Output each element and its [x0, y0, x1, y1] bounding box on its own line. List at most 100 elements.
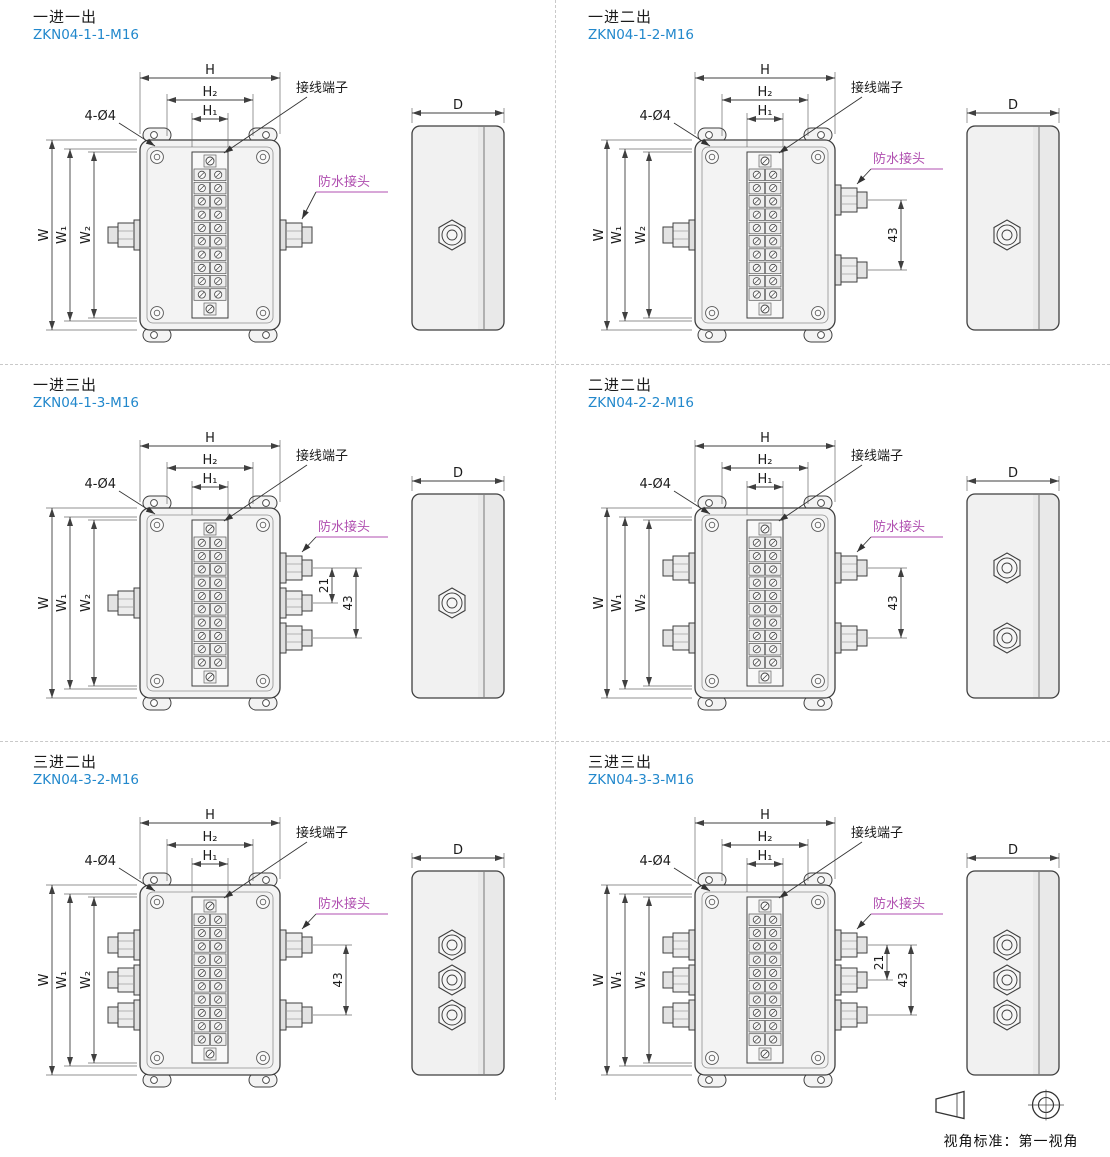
- mount-holes-label: 4-Ø4: [85, 854, 116, 869]
- panel-model-code: ZKN04-1-1-M16: [33, 27, 139, 43]
- cable-gland: [834, 622, 868, 654]
- cable-gland: [107, 587, 141, 619]
- cable-gland: [662, 999, 696, 1031]
- terminal-block-label: 接线端子: [851, 448, 903, 464]
- dim-label-gland-pitch: 43: [886, 227, 900, 242]
- dim-label-W2: W₂: [79, 971, 94, 989]
- lid-screw: [705, 150, 719, 164]
- waterproof-gland-label: 防水接头: [873, 151, 925, 167]
- lid-screw: [150, 1051, 164, 1065]
- front-view: [662, 127, 868, 343]
- dim-label-W1: W₁: [610, 594, 625, 612]
- side-view: D: [411, 98, 505, 331]
- lid-screw: [811, 306, 825, 320]
- dim-label-W: W: [592, 973, 607, 986]
- lid-screw: [811, 1051, 825, 1065]
- terminal-strip: [746, 896, 784, 1064]
- dim-label-H: H: [760, 808, 770, 823]
- panel-title: 一进二出: [588, 8, 653, 26]
- terminal-strip: [191, 151, 229, 319]
- cable-gland: [279, 929, 313, 961]
- terminal-strip: [746, 151, 784, 319]
- dim-label-W: W: [37, 228, 52, 241]
- dim-label-H1: H₁: [203, 472, 218, 487]
- dim-label-W2: W₂: [79, 594, 94, 612]
- cable-gland: [834, 929, 868, 961]
- first-angle-view-icon: [1028, 1089, 1064, 1121]
- dim-label-gland-pitch: 43: [331, 972, 345, 987]
- terminal-strip: [746, 519, 784, 687]
- side-lid: [1033, 126, 1059, 330]
- dim-label-gland-pitch-43: 43: [896, 972, 910, 987]
- panel-title: 二进二出: [588, 376, 653, 394]
- side-lid: [478, 494, 504, 698]
- dim-label-H2: H₂: [758, 830, 773, 845]
- cable-gland: [834, 999, 868, 1031]
- front-view: [662, 872, 868, 1088]
- lid-screw: [256, 150, 270, 164]
- side-lid: [478, 126, 504, 330]
- cable-gland: [279, 219, 313, 251]
- dim-label-H2: H₂: [203, 830, 218, 845]
- cable-gland: [834, 254, 868, 286]
- dim-label-H: H: [205, 808, 215, 823]
- panel-model-code: ZKN04-3-3-M16: [588, 772, 694, 788]
- dim-label-H1: H₁: [203, 849, 218, 864]
- dim-label-W2: W₂: [634, 226, 649, 244]
- cable-gland: [834, 964, 868, 996]
- dim-label-D: D: [453, 466, 463, 481]
- lid-screw: [705, 674, 719, 688]
- cable-gland: [834, 552, 868, 584]
- cable-gland: [279, 622, 313, 654]
- dim-label-W: W: [592, 228, 607, 241]
- side-body: [966, 493, 1060, 699]
- cable-gland: [662, 929, 696, 961]
- dim-label-W1: W₁: [610, 971, 625, 989]
- dim-label-W: W: [37, 973, 52, 986]
- lid-screw: [150, 150, 164, 164]
- side-body: [411, 493, 505, 699]
- lid-screw: [150, 306, 164, 320]
- side-lid: [1033, 494, 1059, 698]
- lid-screw: [256, 895, 270, 909]
- dim-label-H2: H₂: [203, 453, 218, 468]
- dim-label-H: H: [760, 431, 770, 446]
- cable-gland: [107, 999, 141, 1031]
- dim-label-H1: H₁: [758, 849, 773, 864]
- gland-hex: [993, 964, 1021, 996]
- dim-label-W2: W₂: [79, 226, 94, 244]
- front-view: [107, 872, 313, 1088]
- dim-label-H: H: [760, 63, 770, 78]
- projection-standard-label: 视角标准：第一视角: [943, 1134, 1079, 1150]
- mount-holes-label: 4-Ø4: [640, 854, 671, 869]
- dim-label-H2: H₂: [758, 85, 773, 100]
- mount-holes-label: 4-Ø4: [85, 477, 116, 492]
- cable-gland: [662, 964, 696, 996]
- cable-gland: [834, 184, 868, 216]
- lid-screw: [705, 518, 719, 532]
- side-lid: [478, 871, 504, 1075]
- column-divider: [555, 0, 556, 1100]
- gland-hex: [438, 929, 466, 961]
- panel-title: 三进二出: [33, 753, 98, 771]
- dim-label-H2: H₂: [203, 85, 218, 100]
- dim-label-D: D: [453, 98, 463, 113]
- cable-gland: [107, 219, 141, 251]
- lid-screw: [811, 895, 825, 909]
- front-view: [107, 127, 313, 343]
- cable-gland: [107, 929, 141, 961]
- gland-hex: [438, 964, 466, 996]
- panel-title: 三进三出: [588, 753, 653, 771]
- gland-hex: [438, 999, 466, 1031]
- gland-hex: [993, 552, 1021, 584]
- gland-hex: [438, 587, 466, 619]
- panel-title: 一进一出: [33, 8, 98, 26]
